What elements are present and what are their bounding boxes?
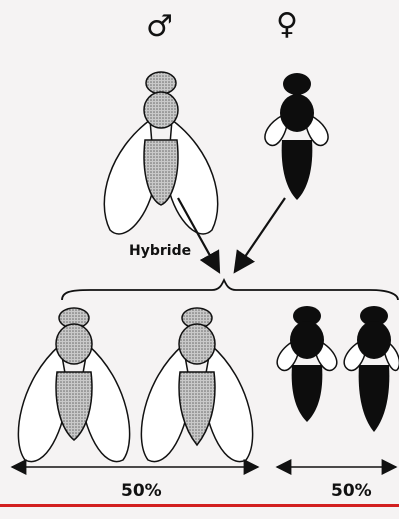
left-percent-label: 50% [121, 481, 162, 501]
male-symbol: ♂ [146, 12, 173, 42]
offspring-dark-fly-2 [344, 306, 399, 432]
right-percent-label: 50% [331, 481, 372, 501]
male-parent-fly [104, 72, 217, 234]
bottom-red-rule [0, 504, 399, 507]
offspring-stippled-fly-1 [18, 308, 129, 462]
offspring-dark-fly-1 [277, 306, 337, 422]
female-symbol: ♀ [276, 10, 298, 40]
female-parent-fly [265, 73, 328, 200]
offspring-stippled-fly-2 [141, 308, 252, 462]
cross-label: Hybride [129, 243, 191, 259]
female-arrow [236, 198, 285, 270]
offspring-bracket [62, 280, 398, 300]
